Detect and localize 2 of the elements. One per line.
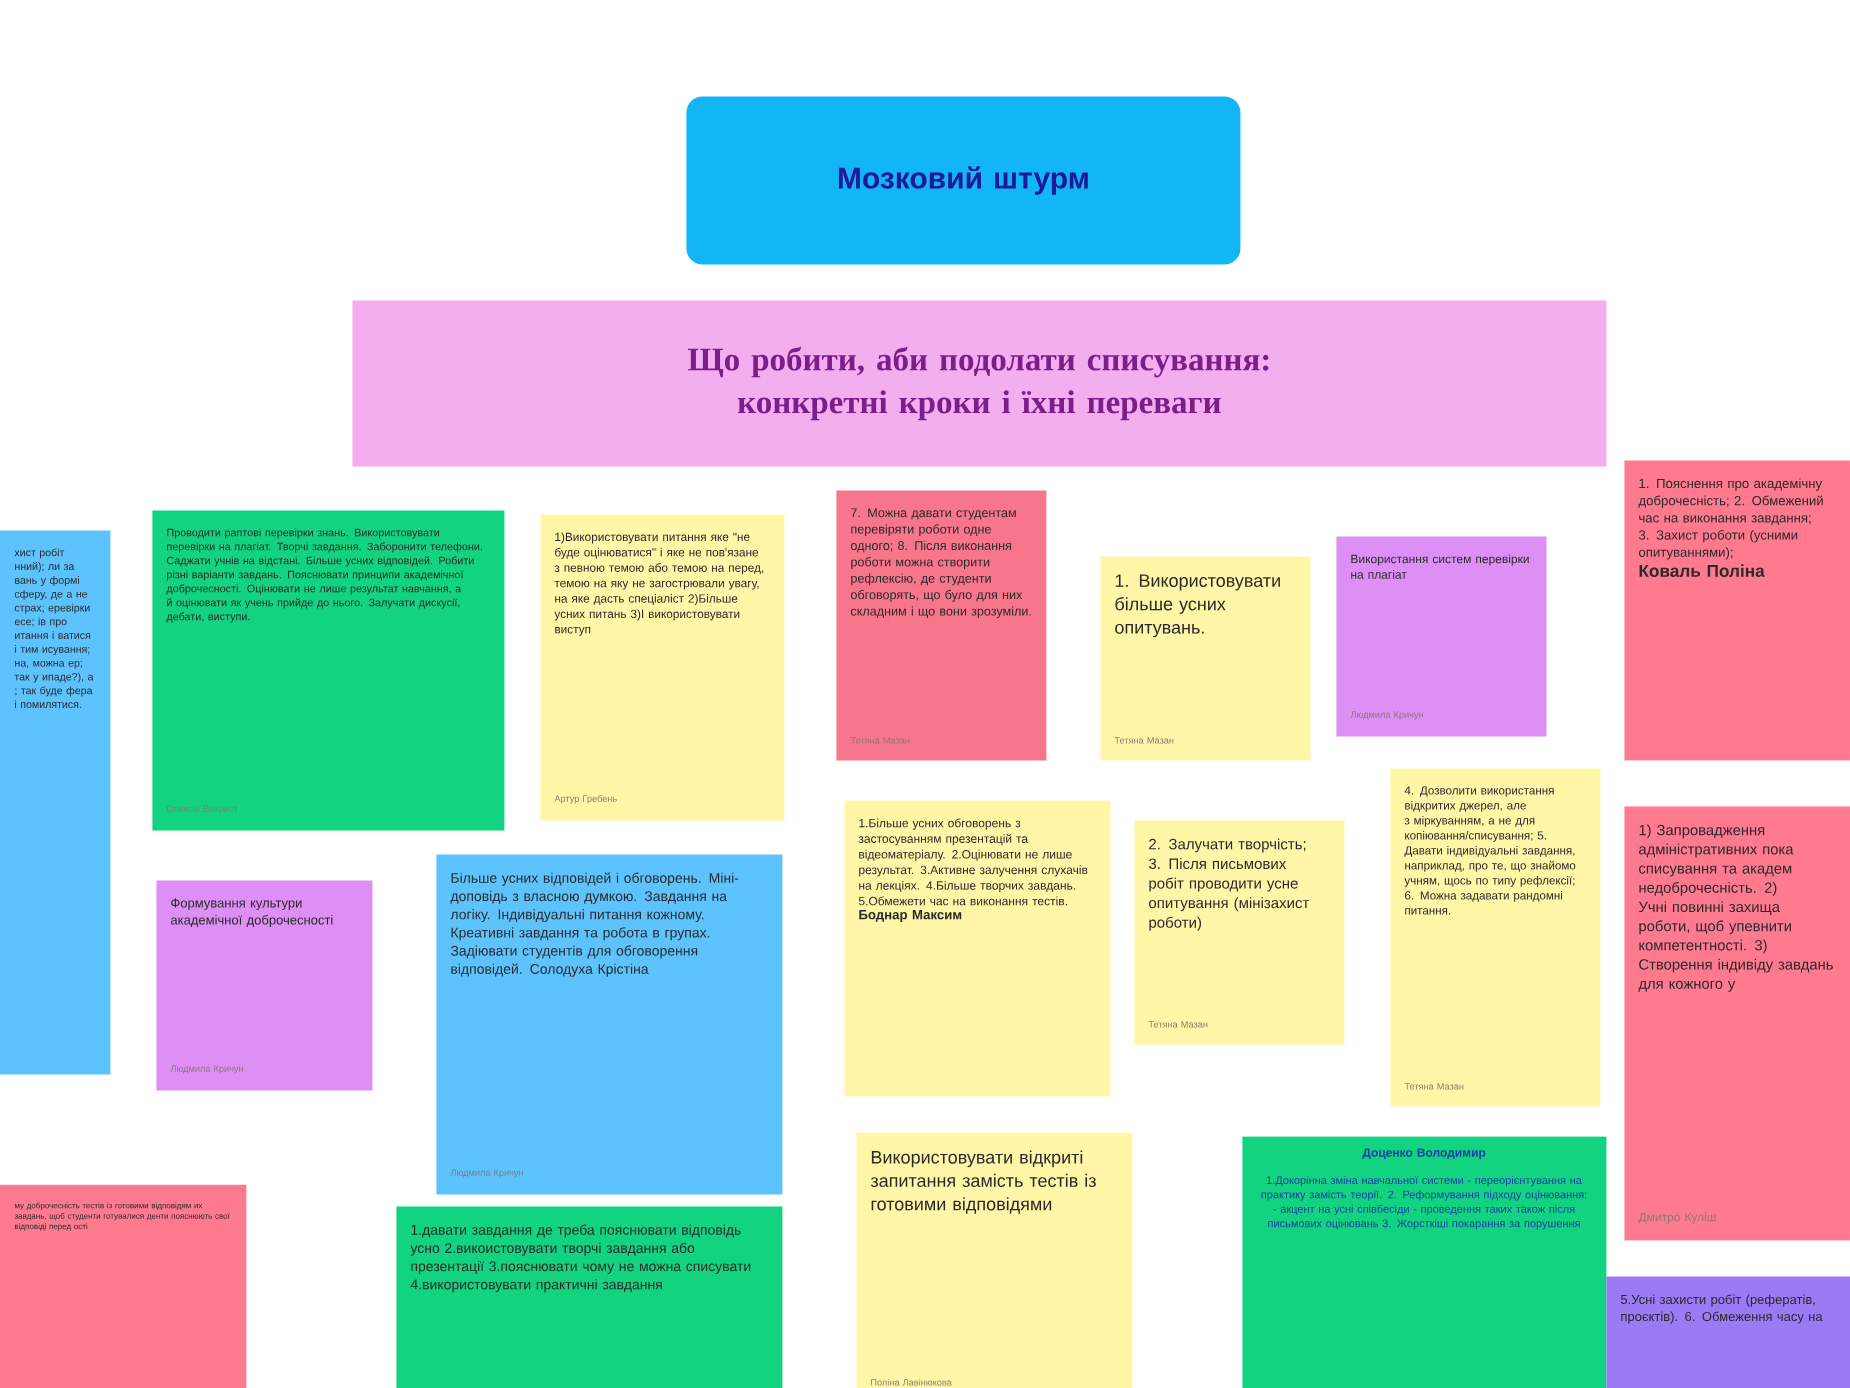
heading-banner: Що робити, аби подолати списування: конкретні кроки і їхні переваги (352, 300, 1607, 467)
title-box: Мозковий штурм (686, 96, 1241, 265)
